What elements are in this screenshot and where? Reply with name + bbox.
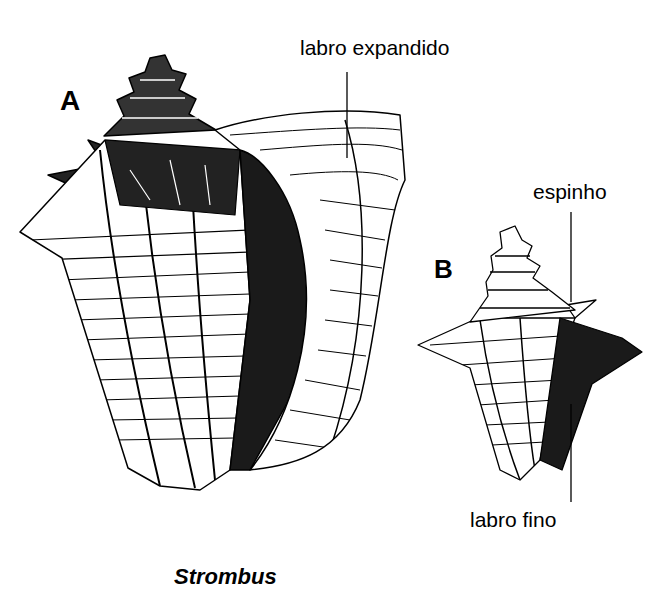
figure-letter: A <box>60 86 80 117</box>
leader-lines <box>347 72 571 502</box>
caption: Strombus <box>174 565 277 589</box>
part-label: labro expandido <box>300 36 449 59</box>
part-label: espinho <box>533 180 607 203</box>
shell-a <box>20 55 405 490</box>
part-label: labro fino <box>470 508 556 531</box>
figure-letter: B <box>434 255 453 284</box>
shell-b <box>418 226 642 480</box>
